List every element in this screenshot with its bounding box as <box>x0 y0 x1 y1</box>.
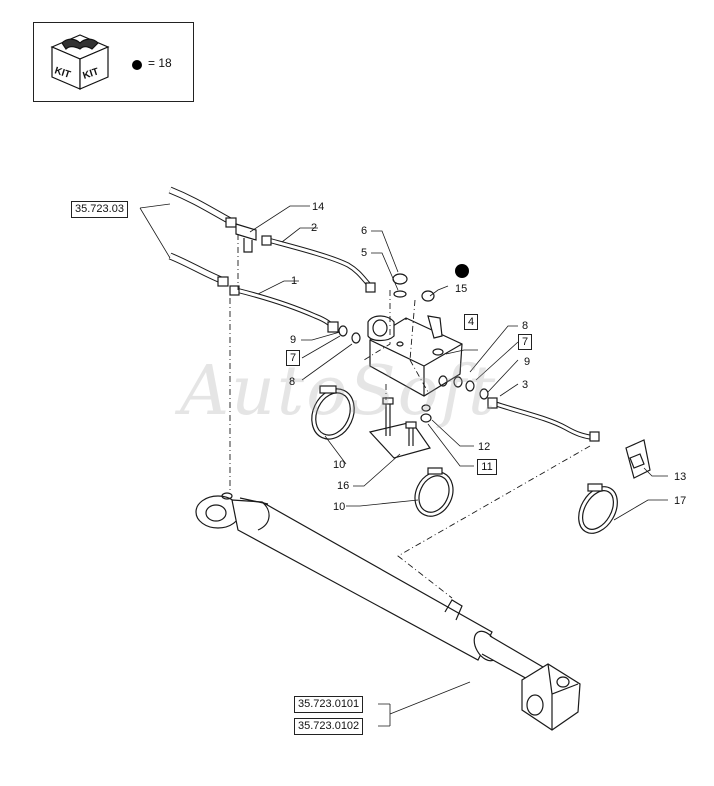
callout-10-upper: 10 <box>333 459 346 471</box>
callout-14: 14 <box>312 201 325 213</box>
callout-12: 12 <box>478 441 491 453</box>
kit-legend: KIT KIT = 18 <box>33 22 194 102</box>
boxed-callout-11: 11 <box>477 459 497 475</box>
legend-dot-text: = 18 <box>148 56 172 70</box>
callout-2: 2 <box>311 222 318 234</box>
boxed-callout-7-left: 7 <box>286 350 300 366</box>
pipe-2 <box>261 235 376 293</box>
callout-9-right: 9 <box>524 356 531 368</box>
callout-15: 15 <box>455 283 468 295</box>
pipe-1 <box>229 285 339 333</box>
valve-block <box>367 315 463 397</box>
assembly-centerlines <box>229 234 591 599</box>
clip-bracket <box>625 439 651 479</box>
callout-8-left: 8 <box>289 376 296 388</box>
callout-3: 3 <box>522 379 529 391</box>
hydraulic-cylinder <box>195 492 581 731</box>
kit-right-label: KIT <box>82 66 101 81</box>
hydraulic-hoses <box>168 186 237 287</box>
ref-cylinder-a[interactable]: 35.723.0101 <box>294 696 364 713</box>
callout-1: 1 <box>291 275 298 287</box>
callout-10-lower: 10 <box>333 501 346 513</box>
boxed-callout-7-right: 7 <box>518 334 532 350</box>
kit-icon: KIT KIT <box>50 34 110 90</box>
leader-lines <box>139 203 668 727</box>
callout-5: 5 <box>361 247 368 259</box>
ref-hoses[interactable]: 35.723.03 <box>71 201 128 218</box>
callout-9-left: 9 <box>290 334 297 346</box>
bullet-icon <box>132 60 142 70</box>
ref-cylinder-b[interactable]: 35.723.0102 <box>294 718 364 735</box>
pipe-3 <box>487 397 600 442</box>
bullet-marker-icon <box>455 264 469 278</box>
tee-fitting <box>235 223 257 253</box>
seals-and-fittings <box>338 273 489 423</box>
kit-left-label: KIT <box>53 65 72 80</box>
mounting-bracket <box>368 397 431 459</box>
boxed-callout-4: 4 <box>464 314 478 330</box>
callout-8-right: 8 <box>522 320 529 332</box>
callout-17: 17 <box>674 495 687 507</box>
callout-6: 6 <box>361 225 368 237</box>
callout-16: 16 <box>337 480 350 492</box>
callout-13: 13 <box>674 471 687 483</box>
hose-clamps <box>311 385 618 534</box>
